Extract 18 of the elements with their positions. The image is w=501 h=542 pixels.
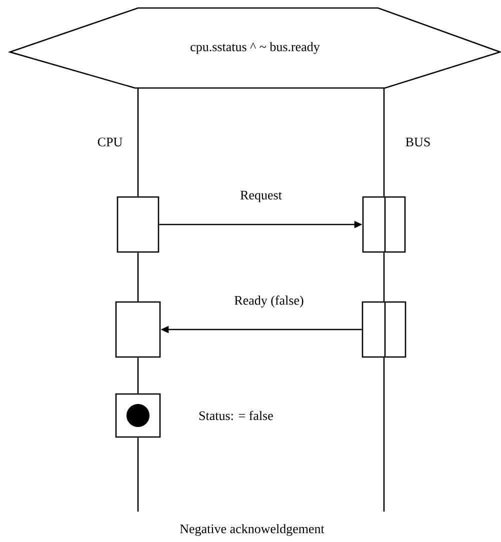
- lifeline: [137, 252, 139, 302]
- lifeline: [137, 88, 139, 196]
- activation-box: [115, 301, 161, 358]
- activation-box: [362, 196, 406, 253]
- edge-label: Ready (false): [233, 294, 305, 308]
- lifeline: [383, 88, 385, 196]
- edge-label: Request: [239, 190, 283, 204]
- activation-box: [362, 301, 406, 358]
- state-box: [115, 393, 161, 438]
- activation-box: [116, 196, 160, 253]
- lifeline-label: BUS: [406, 138, 430, 146]
- lifeline: [383, 252, 385, 302]
- lifeline: [137, 438, 139, 512]
- lifeline: [383, 358, 385, 512]
- lifeline: [137, 358, 139, 394]
- lifeline-label: CPU: [98, 138, 122, 146]
- caption-text: Negative acknoweldgement: [180, 524, 324, 536]
- state-label: Status: = false: [199, 410, 273, 420]
